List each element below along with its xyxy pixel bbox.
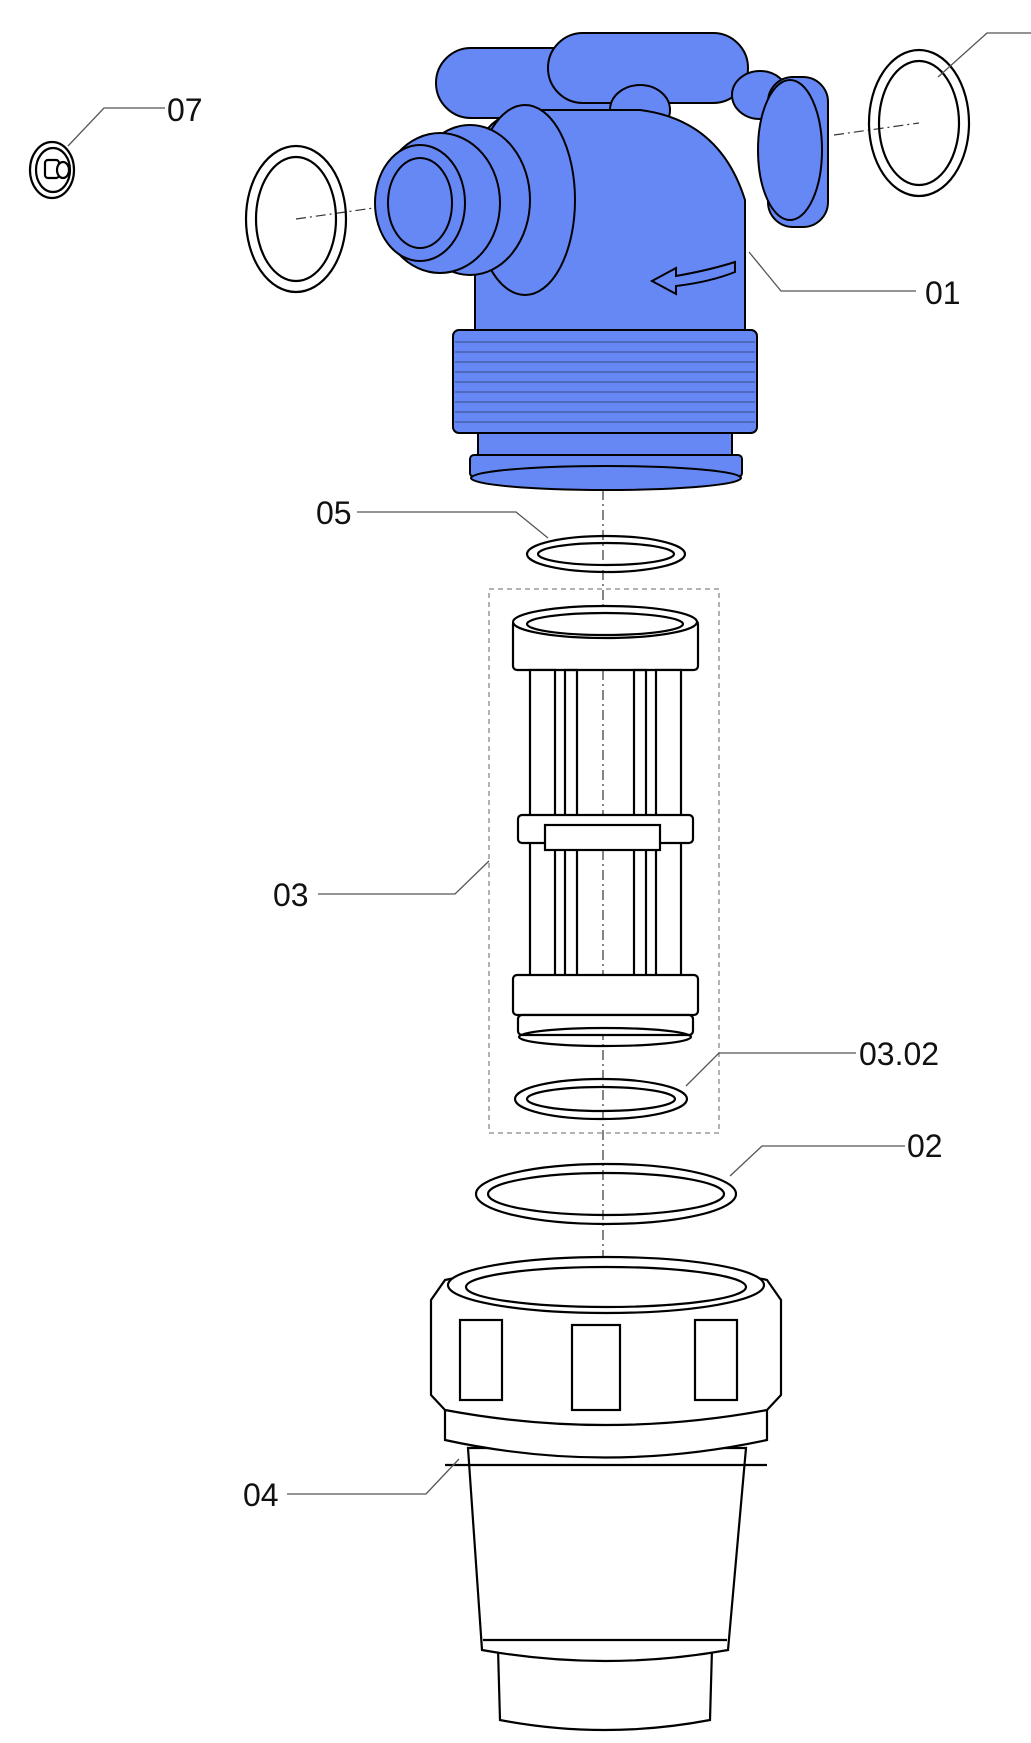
label-05: 05 xyxy=(316,495,352,531)
part-05-o-ring[interactable] xyxy=(525,534,687,574)
side-o-ring-right[interactable] xyxy=(867,48,971,198)
label-07: 07 xyxy=(167,92,203,128)
part-07-plug[interactable] xyxy=(28,140,76,200)
label-04: 04 xyxy=(243,1477,279,1513)
part-03-filter-cartridge[interactable] xyxy=(511,604,700,1048)
label-03: 03 xyxy=(273,877,309,913)
part-03-02-o-ring[interactable] xyxy=(513,1077,689,1121)
leader-lines xyxy=(67,32,1031,1495)
label-01: 01 xyxy=(925,275,961,311)
side-o-ring-left[interactable] xyxy=(244,144,348,294)
part-04-filter-bowl[interactable] xyxy=(429,1255,783,1732)
part-02-o-ring[interactable] xyxy=(474,1162,738,1226)
label-03-02: 03.02 xyxy=(859,1036,939,1072)
part-01-filter-head[interactable] xyxy=(374,32,829,491)
label-02: 02 xyxy=(907,1128,943,1164)
